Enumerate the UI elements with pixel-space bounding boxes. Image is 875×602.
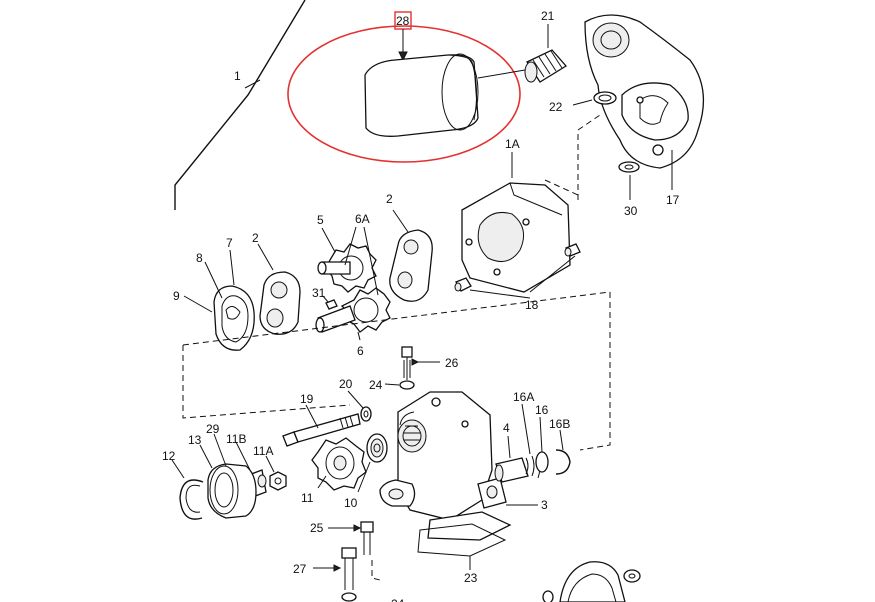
label-16: 16 bbox=[535, 403, 549, 417]
seal-ring-8[interactable] bbox=[183, 249, 255, 351]
spring-seat-16[interactable] bbox=[535, 416, 549, 473]
label-2-right: 2 bbox=[386, 192, 393, 206]
connector-21[interactable] bbox=[524, 24, 567, 83]
filter-head-17[interactable] bbox=[584, 14, 704, 190]
washer-30[interactable] bbox=[618, 161, 640, 173]
label-11A: 11A bbox=[253, 444, 273, 458]
label-9: 9 bbox=[173, 289, 180, 303]
label-7: 7 bbox=[226, 236, 233, 250]
long-bolt-19[interactable] bbox=[282, 404, 361, 447]
valve-plunger-4[interactable] bbox=[494, 435, 529, 483]
label-1A: 1A bbox=[505, 137, 520, 151]
label-21: 21 bbox=[541, 9, 555, 23]
label-10: 10 bbox=[344, 496, 358, 510]
nut-11A[interactable] bbox=[265, 455, 287, 491]
coupling-13[interactable] bbox=[199, 433, 257, 519]
bolt-27[interactable] bbox=[313, 547, 357, 590]
washer-24-lower[interactable] bbox=[341, 592, 357, 602]
label-1: 1 bbox=[234, 69, 241, 83]
label-3: 3 bbox=[541, 498, 548, 512]
housing-3[interactable] bbox=[379, 391, 538, 541]
driven-gear-6A[interactable] bbox=[315, 226, 391, 341]
dowel-pins-18[interactable] bbox=[454, 243, 581, 299]
gear-plate-2-left[interactable] bbox=[257, 243, 301, 335]
label-17: 17 bbox=[666, 193, 680, 207]
label-2-left: 2 bbox=[252, 231, 259, 245]
label-11B: 11B bbox=[226, 432, 246, 446]
label-5: 5 bbox=[317, 213, 324, 227]
gear-plate-2-right[interactable] bbox=[389, 209, 433, 302]
snap-ring-12[interactable] bbox=[171, 459, 204, 520]
label-18: 18 bbox=[525, 298, 539, 312]
label-4: 4 bbox=[503, 421, 510, 435]
highlight-ellipse[interactable] bbox=[287, 25, 521, 163]
circlip-16B[interactable] bbox=[555, 429, 571, 475]
pump-body-1A[interactable] bbox=[461, 152, 571, 293]
label-13: 13 bbox=[188, 433, 202, 447]
label-24-lower: 24 bbox=[391, 597, 405, 602]
label-12: 12 bbox=[162, 449, 176, 463]
bolt-26[interactable] bbox=[401, 346, 440, 380]
gear-11[interactable] bbox=[311, 437, 367, 491]
label-25: 25 bbox=[310, 521, 324, 535]
bolt-25[interactable] bbox=[328, 521, 374, 555]
label-20: 20 bbox=[339, 377, 353, 391]
label-6: 6 bbox=[357, 344, 364, 358]
label-26: 26 bbox=[445, 356, 459, 370]
label-16B: 16B bbox=[549, 417, 570, 431]
label-28: 28 bbox=[396, 14, 410, 28]
idler-gear-partial[interactable] bbox=[542, 561, 641, 602]
drive-gear-5[interactable] bbox=[317, 227, 377, 293]
label-29: 29 bbox=[206, 422, 220, 436]
label-6A: 6A bbox=[355, 212, 370, 226]
assembly-bracket-1 bbox=[174, 0, 306, 210]
key-31[interactable] bbox=[322, 295, 338, 310]
oil-filter-28[interactable] bbox=[364, 53, 526, 137]
label-11: 11 bbox=[301, 491, 314, 505]
label-8: 8 bbox=[196, 251, 203, 265]
washer-20[interactable] bbox=[360, 406, 372, 422]
label-30: 30 bbox=[624, 204, 638, 218]
label-23: 23 bbox=[464, 571, 478, 585]
washer-24-upper[interactable] bbox=[399, 380, 415, 390]
o-ring-22[interactable] bbox=[593, 91, 617, 105]
label-31: 31 bbox=[312, 286, 326, 300]
label-16A: 16A bbox=[513, 390, 534, 404]
label-24-upper: 24 bbox=[369, 378, 383, 392]
label-27: 27 bbox=[293, 562, 307, 576]
gasket-23[interactable] bbox=[417, 523, 507, 570]
bearing-10[interactable] bbox=[357, 433, 388, 493]
label-19: 19 bbox=[300, 392, 314, 406]
label-22: 22 bbox=[549, 100, 563, 114]
